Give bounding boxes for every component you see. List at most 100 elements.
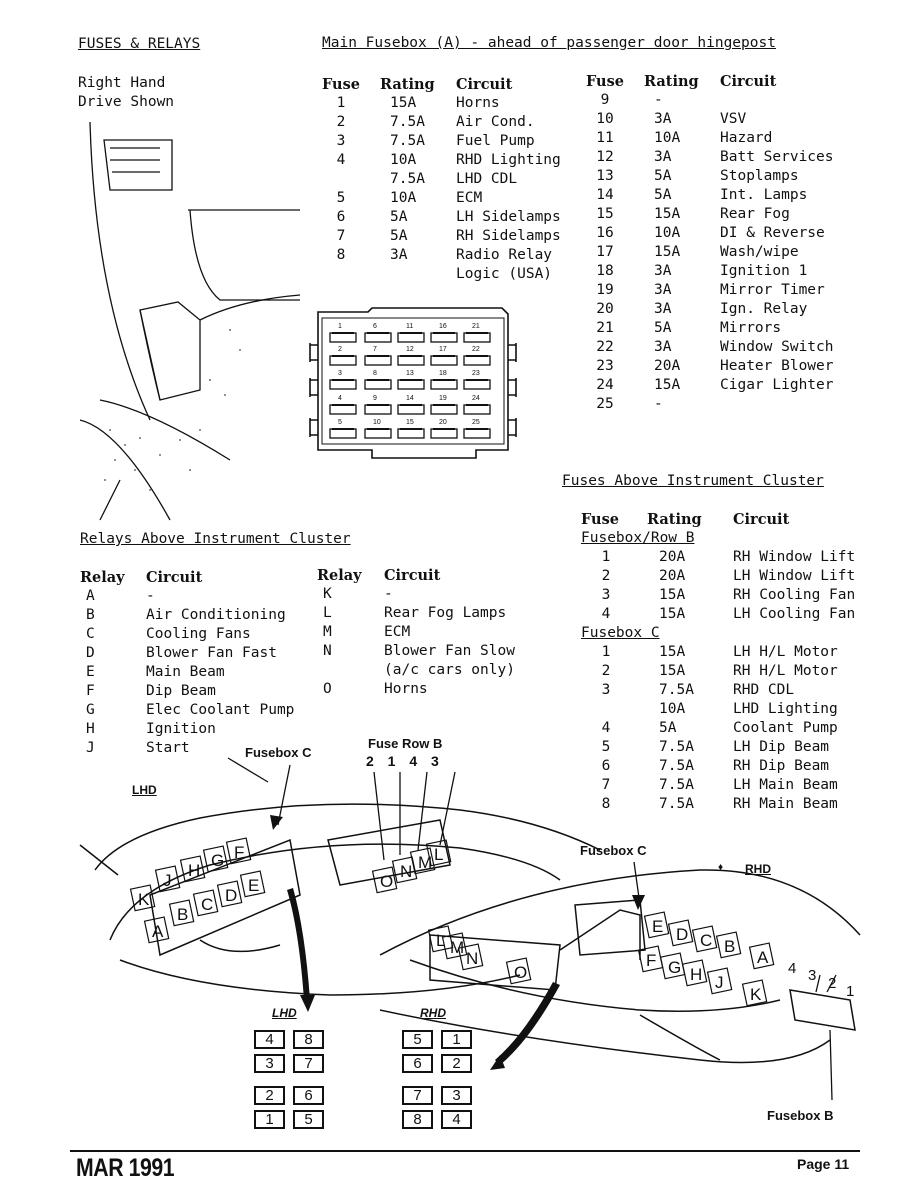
cluster-fuse-cell: RH Window Lift	[733, 549, 856, 565]
fuse-slot	[397, 428, 425, 439]
relay-letter: J	[715, 973, 724, 992]
cluster-fuse-cell: 7.5A	[659, 682, 694, 698]
relay-letter: G	[668, 958, 681, 977]
relay-letter: D	[225, 886, 237, 905]
main-fuse-row-cell: Batt Services	[720, 149, 834, 165]
col-fuse: Fuse	[581, 511, 619, 528]
main-fuse-row-cell: 24	[596, 377, 614, 393]
main-fuse-row-cell: 23	[596, 358, 614, 374]
cluster-fuse-cell: 2	[601, 663, 611, 679]
main-fuse-row-cell: 13	[596, 168, 614, 184]
cluster-fuse-cell: RHD CDL	[733, 682, 795, 698]
relay-row: N Blower Fan Slow	[317, 642, 515, 661]
fuse-position-box: 2	[254, 1086, 285, 1105]
main-fuse-row-cell: 25	[596, 396, 614, 412]
relay-letter: A	[152, 922, 164, 941]
fuse-position-box: 2	[441, 1054, 472, 1073]
fuse-slot	[364, 428, 392, 439]
main-fuse-row: 25 -	[586, 395, 834, 414]
relay-letter: J	[163, 871, 172, 890]
main-fuse-row-cell: Fuel Pump	[456, 133, 535, 149]
main-fuse-row-cell: 4	[336, 152, 346, 168]
fuse-slot-number: 4	[338, 395, 342, 402]
main-fuse-row-cell: 3A	[654, 263, 672, 279]
fuse-slot-number: 12	[406, 346, 414, 353]
col-circuit: Circuit	[720, 73, 777, 90]
main-fuse-row-cell: 20	[596, 301, 614, 317]
col-rating: Rating	[644, 73, 699, 90]
footer-date: MAR 1991	[76, 1154, 175, 1182]
relay-letter: F	[646, 951, 656, 970]
cluster-fuse-cell: 20A	[659, 568, 686, 584]
relay-row-cell: J	[86, 740, 95, 756]
relay-row-cell: F	[86, 683, 95, 699]
main-fuse-row-cell: 10A	[390, 190, 417, 206]
fusebox-side	[139, 309, 161, 401]
fuse-position-box: 8	[293, 1030, 324, 1049]
relay-row-cell: Ignition	[146, 721, 216, 737]
main-fuse-row-cell: -	[654, 396, 663, 412]
relay-letter: H	[188, 861, 200, 880]
fuse-position-box: 7	[293, 1054, 324, 1073]
relay-row-cell: N	[323, 643, 332, 659]
fuse-position-box: 1	[441, 1030, 472, 1049]
fuse-slot	[329, 379, 357, 390]
cluster-fuse-cell: LHD Lighting	[733, 701, 838, 717]
relay-letter: K	[138, 890, 150, 909]
loom-lhd	[199, 939, 281, 953]
main-fuse-row-cell: Heater Blower	[720, 358, 834, 374]
relay-row-cell: Blower Fan Slow	[384, 643, 515, 659]
cluster-fuse-cell: 2	[601, 568, 611, 584]
main-fuse-row-cell: 11	[596, 130, 614, 146]
cluster-fuse-cell: RH Dip Beam	[733, 758, 830, 774]
cluster-fuse-cell: 15A	[659, 606, 686, 622]
fuse-slot-number: 23	[472, 370, 480, 377]
main-fuse-row-cell: 3A	[654, 282, 672, 298]
fuse-slot-number: 13	[406, 370, 414, 377]
cluster-fuse-cell: LH Cooling Fan	[733, 606, 856, 622]
relay-letter: M	[450, 938, 464, 957]
main-fuse-row-cell: Horns	[456, 95, 500, 111]
main-fusebox-title: Main Fusebox (A) - ahead of passenger do…	[322, 35, 776, 51]
label-lhd-cluster: LHD	[132, 783, 157, 797]
orientation-note-1: Right Hand	[78, 75, 166, 91]
main-fuse-row-cell: 5A	[390, 209, 408, 225]
fuse-slot	[364, 355, 392, 366]
main-fuse-row-cell: 10A	[654, 130, 681, 146]
main-fuse-row-cell: 10A	[654, 225, 681, 241]
main-fuse-row-cell: 3A	[654, 111, 672, 127]
cluster-fuse-cell: Coolant Pump	[733, 720, 838, 736]
main-fuse-row-cell: 2	[336, 114, 346, 130]
relay-letter: K	[750, 985, 762, 1004]
cluster-fuse-cell: 6	[601, 758, 611, 774]
cluster-fuse-cell: 1	[601, 644, 611, 660]
cluster-left-edge	[79, 844, 119, 876]
relay-row: A-	[80, 587, 294, 606]
relay-row-cell: M	[323, 624, 332, 640]
fuse-slot	[430, 355, 458, 366]
main-fuse-row-cell: 10	[596, 111, 614, 127]
fusebox-c-left-pointer	[227, 757, 269, 783]
fuse-slot-number: 18	[439, 370, 447, 377]
relay-row-cell: K	[323, 586, 332, 602]
cluster-fuse-cell: 7.5A	[659, 739, 694, 755]
cluster-fuse-cell: 7.5A	[659, 777, 694, 793]
lhd-big-arrow	[287, 888, 310, 1000]
main-fuse-row-cell: Rear Fog	[720, 206, 790, 222]
fuse-slot-number: 10	[373, 419, 381, 426]
main-fuse-row-cell: 6	[336, 209, 346, 225]
relay-row-cell: -	[146, 588, 155, 604]
cluster-fuse-cell: RH H/L Motor	[733, 663, 838, 679]
